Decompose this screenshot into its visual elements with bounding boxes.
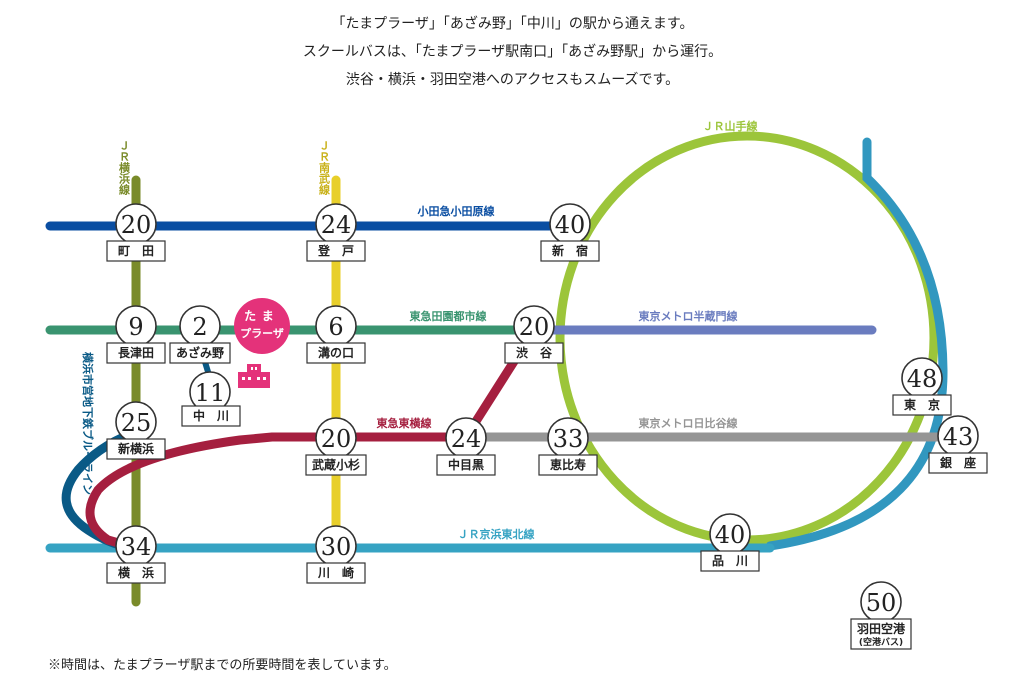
station-name-box: [306, 240, 366, 262]
station-name: 川 崎: [317, 565, 354, 580]
station-name-box: [181, 405, 241, 427]
station-name-box: [700, 550, 760, 572]
station-name: 登 戸: [317, 243, 354, 258]
station-haneda: 50 羽田空港(空港バス): [850, 581, 912, 650]
station-name: 中 川: [193, 408, 229, 423]
line-label-odakyu: 小田急小田原線: [417, 204, 495, 218]
line-label-jr-yokohama: ＪＲ横浜線: [118, 139, 131, 195]
travel-minutes: 9: [128, 313, 143, 341]
station-name-box: [305, 454, 367, 476]
station-yokohama: 34 横 浜: [106, 525, 166, 584]
station-mizonokuchi: 6 溝の口: [306, 305, 366, 364]
intro-text: 「たまプラーザ」「あざみ野」「中川」の駅から通えます。 スクールバスは、「たまプ…: [0, 10, 1025, 94]
school-building-icon: [238, 364, 270, 388]
home-label-line-2: プラーザ: [240, 326, 284, 340]
station-name-box: [538, 454, 598, 476]
line-yamanote: [555, 131, 939, 545]
travel-minutes: 50: [866, 589, 897, 617]
station-nakagawa: 11中 川: [181, 371, 241, 427]
line-label-denentoshi: 東急田園都市線: [410, 309, 487, 323]
station-name-box: [106, 240, 166, 262]
travel-minutes: 30: [321, 533, 352, 561]
station-shinyokohama: 25 新横浜: [106, 401, 166, 460]
travel-minutes: 11: [195, 379, 226, 407]
travel-minutes: 33: [553, 425, 584, 453]
station-name-box: [169, 342, 231, 364]
travel-minutes: 20: [519, 313, 550, 341]
station-nakameguro: 24 中目黒: [436, 417, 496, 476]
station-name: 武蔵小杉: [312, 457, 360, 472]
travel-minutes: 40: [555, 211, 586, 239]
station-nagatsuta: 9 長津田: [106, 305, 166, 364]
home-label-line-1: たま: [244, 309, 280, 323]
station-name-box: [306, 342, 366, 364]
travel-minutes: 24: [451, 425, 482, 453]
station-name: 品 川: [712, 554, 748, 568]
travel-minutes: 6: [328, 313, 343, 341]
station-name-box: [106, 438, 166, 460]
travel-minutes: 40: [715, 521, 746, 549]
travel-minutes: 48: [907, 365, 938, 393]
travel-minutes: 34: [121, 533, 152, 561]
station-name-box: [306, 562, 366, 584]
station-name: 溝の口: [318, 345, 354, 360]
line-haneda: [765, 137, 948, 551]
station-name: 横 浜: [118, 565, 154, 580]
station-name: 銀 座: [939, 455, 976, 470]
station-shinagawa: 40 品 川: [700, 513, 760, 572]
home-station-tamaplaza: たま プラーザ: [234, 298, 290, 354]
station-subtitle: (空港バス): [859, 636, 903, 648]
station-name: 新 宿: [552, 243, 588, 258]
station-musashikosugi: 20 武蔵小杉: [305, 417, 367, 476]
intro-line-3: 渋谷・横浜・羽田空港へのアクセスもスムーズです。: [345, 72, 680, 88]
intro-line-1: 「たまプラーザ」「あざみ野」「中川」の駅から通えます。: [331, 16, 694, 32]
station-name: 町 田: [118, 244, 154, 258]
station-name-box: [850, 618, 912, 650]
station-name: 羽田空港: [857, 621, 906, 636]
line-label-blue-line: 横浜市営地下鉄ブルーライン: [81, 352, 95, 495]
station-name: 東 京: [904, 397, 940, 412]
station-kawasaki: 30 川 崎: [306, 525, 366, 584]
line-label-hibiya: 東京メトロ日比谷線: [639, 416, 738, 430]
station-name: 中目黒: [448, 457, 484, 472]
travel-minutes: 20: [321, 425, 352, 453]
travel-minutes: 43: [943, 423, 974, 451]
station-name: 恵比寿: [550, 457, 586, 472]
station-name: 渋 谷: [516, 345, 553, 360]
station-shinjuku: 40 新 宿: [540, 203, 600, 262]
station-name-box: [106, 342, 166, 364]
line-label-jr-keihin-tohoku: ＪＲ京浜東北線: [458, 527, 535, 541]
station-name-box: [892, 394, 952, 416]
line-label-jr-yamanote: ＪＲ山手線: [703, 119, 758, 133]
station-name-box: [106, 562, 166, 584]
station-name-box: [504, 342, 564, 364]
station-azamino: 2 あざみ野: [169, 305, 231, 364]
station-ebisu: 33 恵比寿: [538, 417, 598, 476]
station-name-box: [928, 452, 988, 474]
intro-line-2: スクールバスは、「たまプラーザ駅南口」「あざみ野駅」から運行。: [302, 44, 723, 60]
station-noborito: 24 登 戸: [306, 203, 366, 262]
station-ginza: 43 銀 座: [928, 415, 988, 474]
line-label-toyoko: 東急東横線: [377, 416, 432, 430]
station-name-box: [436, 454, 496, 476]
station-shibuya: 20 渋 谷: [504, 305, 564, 364]
station-name-box: [540, 240, 600, 262]
station-name: あざみ野: [176, 345, 224, 360]
travel-minutes: 24: [321, 211, 352, 239]
footnote: ※時間は、たまプラーザ駅までの所要時間を表しています。: [48, 658, 397, 673]
travel-minutes: 20: [121, 211, 152, 239]
line-label-hanzomon: 東京メトロ半蔵門線: [639, 309, 738, 323]
station-name: 長津田: [118, 345, 154, 360]
travel-minutes: 2: [192, 313, 207, 341]
travel-minutes: 25: [121, 409, 152, 437]
station-tokyo: 48 東 京: [892, 357, 952, 416]
station-name: 新横浜: [118, 441, 154, 456]
station-machida: 20 町 田: [106, 203, 166, 262]
line-label-jr-nambu: ＪＲ南武線: [318, 139, 331, 195]
